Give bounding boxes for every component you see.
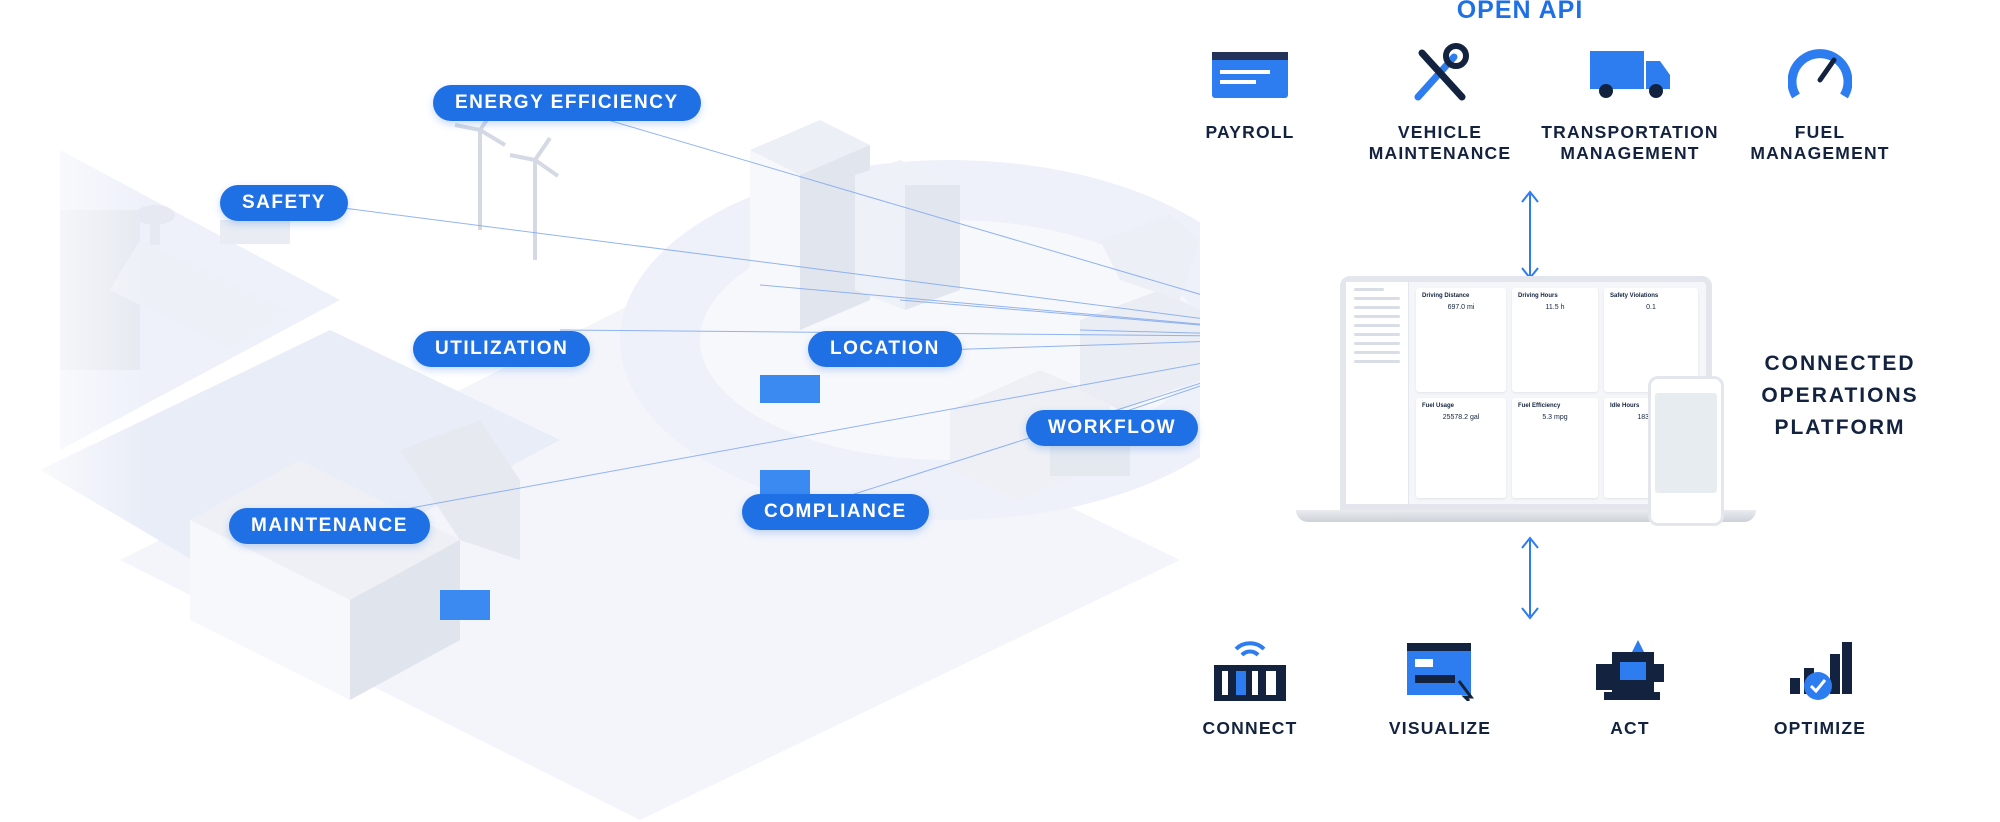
bottom-arrow [1521, 536, 1539, 620]
payroll-card-icon [1212, 52, 1288, 98]
workflow-label: WORKFLOW [1026, 410, 1199, 446]
optimize-bars-icon [1790, 642, 1852, 700]
location-label: LOCATION [808, 331, 962, 367]
dash-card-title: Fuel Usage [1422, 403, 1455, 409]
act-label: ACT [1610, 718, 1650, 738]
dash-card-value: 697.0 mi [1447, 304, 1475, 311]
dash-card: Fuel Efficiency 5.3 mpg [1512, 398, 1598, 498]
wrench-screwdriver-icon [1414, 43, 1469, 101]
safety-label: SAFETY [220, 185, 348, 221]
connected-operations-platform-label: CONNECTED OPERATIONS PLATFORM [1761, 352, 1919, 439]
dash-card-title: Safety Violations [1610, 293, 1659, 299]
city-scene-illustration [0, 0, 1200, 822]
truck-icon [1590, 51, 1670, 98]
dash-card-title: Driving Hours [1518, 293, 1558, 299]
dash-card: Driving Hours 11.5 h [1512, 288, 1598, 392]
maintenance-label: MAINTENANCE [229, 508, 430, 544]
transportation-management-tile: TRANSPORTATION MANAGEMENT [1530, 40, 1730, 164]
dash-card-value: 0.1 [1646, 304, 1656, 311]
compliance-label: COMPLIANCE [742, 494, 929, 530]
connect-label: CONNECT [1202, 718, 1298, 738]
dash-card: Safety Violations 0.1 [1604, 288, 1698, 392]
visualize-dashboard-icon [1407, 643, 1474, 701]
transportation-management-label: TRANSPORTATION MANAGEMENT [1541, 122, 1719, 163]
mobile-phone [1648, 376, 1724, 526]
optimize-tile: OPTIMIZE [1720, 636, 1920, 739]
laptop-base [1296, 510, 1756, 522]
act-machine-icon [1596, 640, 1664, 700]
payroll-label: PAYROLL [1205, 122, 1295, 142]
top-arrow [1521, 190, 1539, 280]
energy-efficiency-label: ENERGY EFFICIENCY [433, 85, 701, 121]
dash-card: Fuel Usage 25578.2 gal [1416, 398, 1506, 498]
visualize-label: VISUALIZE [1388, 718, 1492, 738]
dash-card-title: Fuel Efficiency [1518, 403, 1561, 409]
act-tile: ACT [1530, 636, 1730, 739]
connect-wifi-icon [1214, 641, 1286, 701]
vehicle-maintenance-label: VEHICLE MAINTENANCE [1368, 122, 1512, 163]
utilization-label: UTILIZATION [413, 331, 591, 367]
optimize-label: OPTIMIZE [1773, 718, 1867, 738]
dash-card-title: Driving Distance [1422, 293, 1470, 299]
dash-card-value: 25578.2 gal [1442, 414, 1480, 421]
phone-map [1655, 393, 1717, 493]
dashboard-sidebar [1346, 282, 1409, 504]
dash-card-value: 5.3 mpg [1542, 414, 1568, 421]
dash-card-title: Idle Hours [1610, 403, 1640, 409]
platform-laptop: Driving Distance 697.0 mi Driving Hours … [1296, 276, 1756, 536]
payroll-tile: PAYROLL [1150, 40, 1350, 143]
speedometer-icon [1788, 49, 1852, 99]
dash-card-value: 11.5 h [1545, 304, 1565, 311]
fuel-management-tile: FUEL MANAGEMENT [1720, 40, 1920, 164]
visualize-tile: VISUALIZE [1340, 636, 1540, 739]
connect-tile: CONNECT [1150, 636, 1350, 739]
open-api-title: OPEN API [1456, 0, 1584, 24]
dash-card: Driving Distance 697.0 mi [1416, 288, 1506, 392]
vehicle-maintenance-tile: VEHICLE MAINTENANCE [1340, 40, 1540, 164]
fuel-management-label: FUEL MANAGEMENT [1750, 122, 1890, 163]
